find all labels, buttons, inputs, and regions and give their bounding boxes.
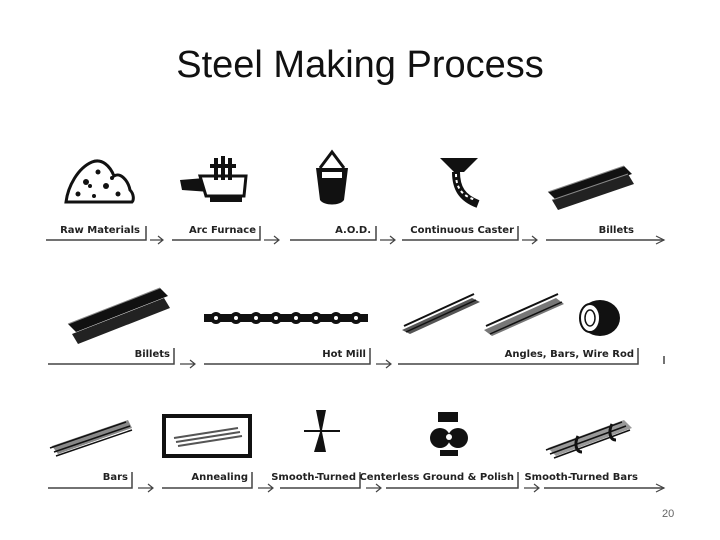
- billets-stack-icon: [67, 287, 170, 344]
- step-label: Bars: [103, 472, 128, 483]
- page-number: 20: [662, 508, 675, 520]
- process-row-2: Billets Hot Mill Angles, Bars, Wire Rod: [48, 348, 665, 369]
- arc-furnace-icon: [180, 156, 248, 202]
- step-label: Raw Materials: [60, 225, 140, 236]
- continuous-caster-icon: [440, 158, 480, 208]
- annealing-furnace-icon: [162, 414, 252, 458]
- raw-materials-pile-icon: [64, 159, 135, 204]
- step-label: A.O.D.: [335, 225, 371, 236]
- aod-vessel-icon: [316, 149, 348, 205]
- wire-rod-coil-icon: [579, 300, 620, 336]
- process-row-3: Bars Annealing Smooth-Turned Centerless …: [48, 472, 666, 493]
- smooth-turned-bars-icon: [545, 420, 632, 459]
- billets-stack-icon: [547, 165, 634, 210]
- step-label: Hot Mill: [322, 349, 366, 360]
- step-label: Arc Furnace: [189, 225, 256, 236]
- step-label: Billets: [599, 225, 634, 236]
- bars-bundle-icon: [49, 420, 133, 457]
- step-label: Angles, Bars, Wire Rod: [505, 349, 634, 360]
- step-label: Billets: [135, 349, 170, 360]
- step-label: Smooth-Turned: [271, 472, 356, 483]
- step-label: Continuous Caster: [410, 225, 514, 236]
- slide-title: Steel Making Process: [176, 44, 544, 86]
- step-label: Smooth-Turned Bars: [524, 472, 638, 483]
- smooth-turning-tool-icon: [304, 410, 340, 452]
- angles-bars-icon: [402, 293, 564, 336]
- step-label: Centerless Ground & Polish: [359, 472, 514, 483]
- centerless-grinder-icon: [430, 412, 468, 456]
- step-label: Annealing: [191, 472, 248, 483]
- hot-mill-rollers-icon: [204, 312, 368, 324]
- process-row-1: Raw Materials Arc Furnace A.O.D. Continu…: [46, 225, 666, 245]
